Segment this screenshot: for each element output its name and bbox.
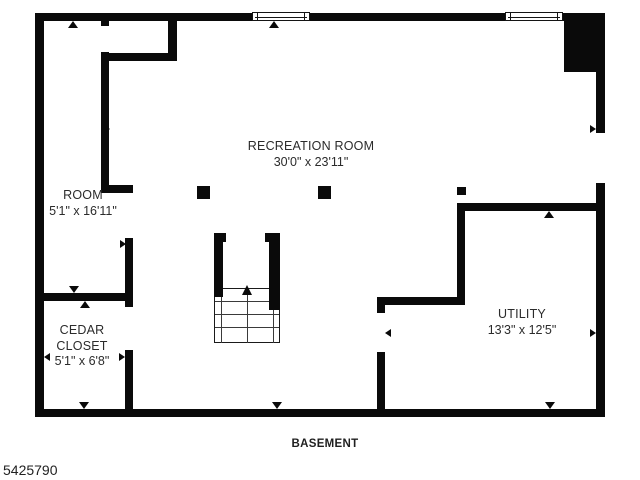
support-post	[318, 186, 331, 199]
window-glass-line	[255, 16, 307, 18]
dimension-arrow-icon	[68, 21, 78, 28]
room-dims: 5'1" x 16'11"	[49, 203, 117, 218]
wall-exterior-bottom	[35, 409, 605, 417]
plan-caption: BASEMENT	[291, 438, 359, 450]
room-dims: 30'0" x 23'11"	[273, 154, 349, 169]
stair-side-rail	[221, 297, 223, 343]
wall-room-right-upper	[101, 52, 109, 185]
window-mullion	[257, 13, 258, 20]
dimension-arrow-icon	[269, 21, 279, 28]
wall-room-jog	[101, 185, 133, 193]
wall-room-door-stub	[101, 21, 109, 26]
window-mullion	[557, 13, 558, 20]
wall-utility-top-left	[377, 297, 465, 305]
wall-entry-pocket-right	[168, 21, 177, 61]
room-name: RECREATION ROOM	[247, 139, 375, 153]
room-dims: 13'3" x 12'5"	[487, 322, 557, 337]
dimension-arrow-icon	[120, 240, 126, 248]
dimension-arrow-icon	[385, 329, 391, 337]
dimension-arrow-icon	[104, 125, 110, 133]
dimension-arrow-icon	[44, 353, 50, 361]
wall-utility-vertical	[457, 203, 465, 305]
wall-utility-top-right	[457, 203, 596, 211]
dimension-arrow-icon	[590, 329, 596, 337]
dimension-arrow-icon	[119, 353, 125, 361]
chimney-block	[564, 13, 605, 72]
room-name: ROOM	[63, 188, 103, 202]
wall-exterior-top	[35, 13, 605, 21]
window-symbol	[252, 12, 310, 21]
window-glass-line	[508, 16, 560, 18]
dimension-arrow-icon	[69, 286, 79, 293]
dimension-arrow-icon	[545, 402, 555, 409]
dimension-arrow-icon	[544, 211, 554, 218]
wall-exterior-right-lower	[596, 183, 605, 417]
wall-entry-pocket-bottom	[101, 53, 177, 61]
window-mullion	[304, 13, 305, 20]
stair-center-rail	[246, 288, 248, 343]
room-label-recreation: RECREATION ROOM 30'0" x 23'11"	[248, 139, 374, 170]
dimension-arrow-icon	[80, 301, 90, 308]
wall-closet-right-upper	[125, 238, 133, 307]
wall-utility-left-lower	[377, 352, 385, 409]
wall-exterior-left	[35, 13, 44, 417]
room-name: CEDAR CLOSET	[56, 323, 108, 353]
room-label-room: ROOM 5'1" x 16'11"	[49, 188, 117, 219]
stairs-up-arrow-icon	[242, 285, 252, 295]
dimension-arrow-icon	[79, 402, 89, 409]
room-label-cedar-closet: CEDAR CLOSET 5'1" x 6'8"	[46, 323, 118, 370]
wall-utility-door-stub	[377, 297, 385, 313]
wall-closet-right-lower	[125, 350, 133, 409]
stairs-left-wall	[214, 233, 223, 297]
stairs-right-wall	[269, 233, 280, 310]
room-dims: 5'1" x 6'8"	[54, 354, 110, 368]
support-post	[457, 187, 466, 195]
dimension-arrow-icon	[272, 402, 282, 409]
window-mullion	[510, 13, 511, 20]
window-symbol	[505, 12, 563, 21]
room-label-utility: UTILITY 13'3" x 12'5"	[488, 307, 557, 338]
room-name: UTILITY	[498, 307, 546, 321]
listing-number: 5425790	[3, 462, 58, 478]
dimension-arrow-icon	[590, 125, 596, 133]
stair-side-rail	[272, 310, 274, 343]
wall-room-closet-divider	[44, 293, 133, 301]
support-post	[197, 186, 210, 199]
wall-exterior-right-upper	[596, 13, 605, 133]
